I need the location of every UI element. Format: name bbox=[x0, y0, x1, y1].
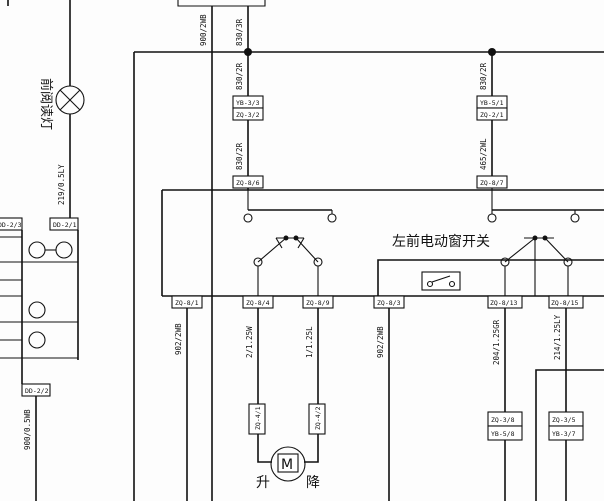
block-frame bbox=[21, 230, 79, 384]
wire-label-830-top: 830/3R bbox=[235, 18, 244, 46]
connector-zq42 bbox=[308, 403, 326, 435]
switch-links-left bbox=[275, 237, 305, 249]
contact-icon bbox=[570, 213, 580, 223]
connector-dd23 bbox=[0, 217, 23, 231]
connector-label-dd22: DD-2/2 bbox=[25, 387, 49, 395]
connector-label-zq21: ZQ-2/1 bbox=[480, 111, 504, 119]
connector-label-yb33: YB-3/3 bbox=[236, 99, 260, 107]
wire-label-900-left: 900/0.5WB bbox=[23, 409, 32, 450]
wire-label-2125: 2/1.25W bbox=[245, 326, 254, 358]
wire-label-c1-830a: 830/2R bbox=[235, 62, 244, 90]
connector-label-zq89: ZQ-8/9 bbox=[306, 299, 330, 307]
wire-label-219: 219/0.5LY bbox=[57, 164, 66, 205]
motor-up-label: 升 bbox=[256, 475, 270, 491]
connector-label-zq87: ZQ-8/7 bbox=[480, 179, 504, 187]
connector-label-dd21: DD-2/1 bbox=[53, 221, 77, 229]
connector-label-zq84: ZQ-8/4 bbox=[246, 299, 270, 307]
switch-drops-left bbox=[257, 266, 319, 296]
terminal-icon bbox=[55, 241, 73, 259]
contact-links-right bbox=[491, 188, 576, 214]
lock-blade bbox=[431, 275, 451, 283]
wire-right-frame bbox=[535, 369, 604, 501]
switch-inner-frame bbox=[377, 259, 604, 296]
left-edge-lines bbox=[0, 236, 22, 359]
contact-icon bbox=[327, 213, 337, 223]
connector-label-dd23: DD-2/3 bbox=[0, 221, 22, 229]
connector-zq41 bbox=[248, 403, 266, 435]
block-dividers bbox=[22, 261, 78, 359]
terminal-icon bbox=[28, 301, 46, 319]
connector-label-yb37: YB-3/7 bbox=[552, 430, 576, 438]
lock-switch-box bbox=[421, 271, 461, 291]
connector-label-zq35: ZQ-3/5 bbox=[552, 416, 576, 424]
wire-label-c1-830b: 830/2R bbox=[235, 142, 244, 170]
motor-down-label: 降 bbox=[306, 475, 320, 491]
connector-label-zq813: ZQ-8/13 bbox=[490, 299, 517, 307]
lamp-label: 前阅读灯 bbox=[38, 78, 54, 130]
wire-label-902a: 902/2WB bbox=[174, 323, 183, 355]
motor-label-box bbox=[277, 453, 299, 473]
contact-links-left bbox=[247, 188, 333, 214]
connector-label-yb58: YB-5/8 bbox=[491, 430, 515, 438]
lock-contact bbox=[426, 280, 434, 288]
wire-label-204: 204/1.25GR bbox=[492, 319, 501, 365]
wire-label-902b: 902/2WB bbox=[376, 326, 385, 358]
terminal-icon bbox=[28, 241, 46, 259]
wire-label-c2-465: 465/2WL bbox=[479, 138, 488, 170]
motor-icon bbox=[270, 446, 306, 482]
connector-label-zq83: ZQ-8/3 bbox=[377, 299, 401, 307]
top-partial-box bbox=[177, 0, 266, 7]
connector-label-zq38: ZQ-3/8 bbox=[491, 416, 515, 424]
connector-dd21 bbox=[49, 217, 79, 231]
lamp-cross-b bbox=[59, 89, 81, 111]
wire-label-900-top: 900/2WB bbox=[199, 14, 208, 46]
connector-label-zq32: ZQ-3/2 bbox=[236, 111, 260, 119]
wire-motor-feed bbox=[257, 434, 319, 463]
connector-label-yb51: YB-5/1 bbox=[480, 99, 504, 107]
switch-housing bbox=[161, 189, 604, 297]
switch-title: 左前电动窗开关 bbox=[392, 233, 490, 250]
wire-label-1125: 1/1.25L bbox=[305, 326, 314, 358]
wire-label-c2-830: 830/2R bbox=[479, 62, 488, 90]
connector-label-zq815: ZQ-8/15 bbox=[551, 299, 578, 307]
connector-label-zq41: ZQ-4/1 bbox=[254, 406, 262, 430]
motor-symbol: M bbox=[281, 457, 293, 473]
contact-icon bbox=[487, 213, 497, 223]
connector-label-zq42: ZQ-4/2 bbox=[314, 406, 322, 430]
terminal-icon bbox=[28, 331, 46, 349]
wire-label-214: 214/1.25LY bbox=[553, 314, 562, 360]
connector-label-zq81: ZQ-8/1 bbox=[175, 299, 199, 307]
contact-icon bbox=[243, 213, 253, 223]
switch-arms-right bbox=[504, 237, 569, 263]
lock-contact bbox=[448, 280, 456, 288]
switch-arms-left bbox=[257, 237, 319, 263]
switch-drops-right bbox=[504, 238, 569, 296]
connector-label-zq86: ZQ-8/6 bbox=[236, 179, 260, 187]
